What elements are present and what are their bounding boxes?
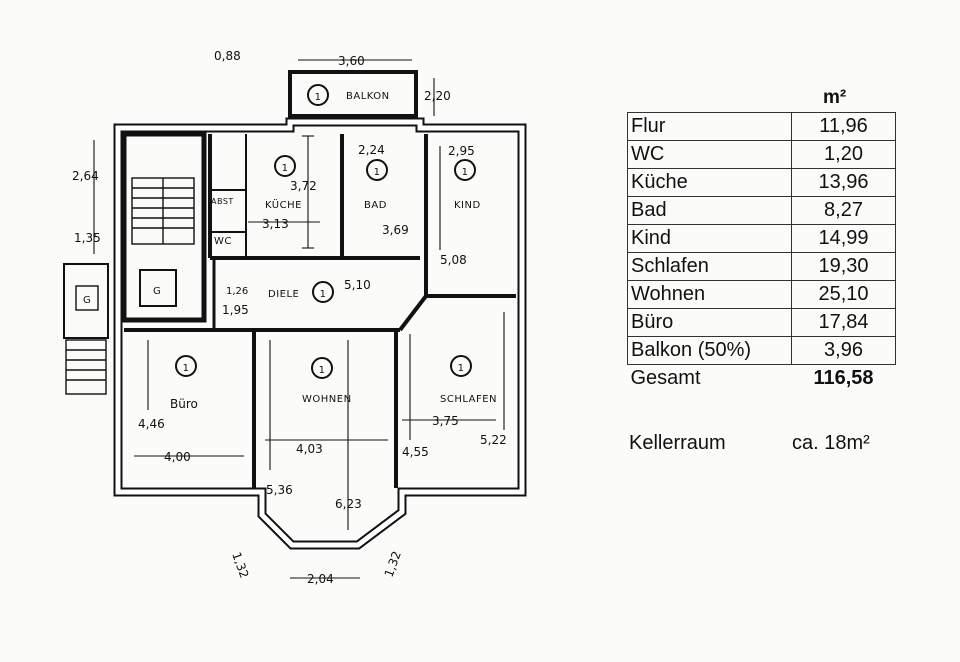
room-label-kind: KIND [454, 200, 481, 211]
svg-text:1: 1 [320, 289, 327, 300]
room-label-garage-2: G [83, 295, 91, 306]
dim-label: 5,36 [266, 483, 293, 497]
floor-plan: 1 1 1 1 1 1 1 1 BALKON KÜCHE BAD KIND AB… [63, 49, 527, 586]
room-label-bad: BAD [364, 200, 387, 211]
dim-label: 4,00 [164, 450, 191, 464]
staircase [63, 177, 195, 395]
interior-walls [121, 131, 516, 488]
room-area-cell: 3,96 [791, 336, 896, 365]
svg-text:1: 1 [282, 163, 289, 174]
room-name-cell: Kind [627, 224, 792, 253]
dim-label: 1,35 [74, 231, 101, 245]
dim-label: 5,22 [480, 433, 507, 447]
room-marker-schlafen: 1 [450, 355, 472, 377]
dim-label: 2,20 [424, 89, 451, 103]
dim-label: 4,03 [296, 442, 323, 456]
dim-label: 1,32 [382, 549, 404, 579]
svg-text:1: 1 [319, 365, 326, 376]
room-marker-buero: 1 [175, 355, 197, 377]
dim-label: 1,26 [226, 286, 248, 297]
room-area-cell: 1,20 [791, 140, 896, 169]
svg-text:1: 1 [183, 363, 190, 374]
dim-label: 5,08 [440, 253, 467, 267]
room-area-cell: 11,96 [791, 112, 896, 141]
total-row: Gesamt 116,58 [628, 365, 896, 393]
room-name-cell: Küche [627, 168, 792, 197]
dim-label: 3,13 [262, 217, 289, 231]
room-name-cell: Flur [627, 112, 792, 141]
dim-label: 3,69 [382, 223, 409, 237]
dim-label: 4,55 [402, 445, 429, 459]
room-name-cell: WC [627, 140, 792, 169]
room-marker-bad: 1 [366, 159, 388, 181]
dim-label: 1,32 [229, 550, 251, 580]
keller-label: Kellerraum [629, 432, 726, 454]
room-area-cell: 25,10 [791, 280, 896, 309]
dim-label: 6,23 [335, 497, 362, 511]
dim-label: 3,72 [290, 179, 317, 193]
dimension-lines [93, 59, 505, 579]
room-area-cell: 17,84 [791, 308, 896, 337]
outer-walls [113, 117, 527, 550]
room-label-abst: ABST [211, 197, 234, 206]
dim-label: 0,88 [214, 49, 241, 63]
room-label-wohnen: WOHNEN [302, 394, 352, 405]
room-marker-kueche: 1 [274, 155, 296, 177]
svg-text:1: 1 [374, 167, 381, 178]
room-label-diele: DIELE [268, 289, 299, 300]
keller-value: ca. 18m² [792, 432, 870, 454]
room-name-cell: Büro [627, 308, 792, 337]
total-label: Gesamt [630, 367, 701, 389]
total-value: 116,58 [813, 367, 874, 389]
dim-label: 3,60 [338, 54, 365, 68]
room-label-wc: WC [214, 236, 232, 247]
dim-label: 2,95 [448, 144, 475, 158]
room-marker-diele: 1 [312, 281, 334, 303]
room-label-kueche: KÜCHE [265, 198, 302, 211]
dim-label: 2,24 [358, 143, 385, 157]
dim-label: 2,04 [307, 572, 334, 586]
table-row: Balkon (50%)3,96 [627, 336, 896, 365]
svg-text:1: 1 [458, 363, 465, 374]
dim-label: 4,46 [138, 417, 165, 431]
room-label-buero: Büro [170, 397, 198, 411]
dim-label: 2,64 [72, 169, 99, 183]
room-name-cell: Balkon (50%) [627, 336, 792, 365]
room-marker-wohnen: 1 [311, 357, 333, 379]
dim-label: 3,75 [432, 414, 459, 428]
room-label-balkon: BALKON [346, 91, 390, 102]
svg-text:1: 1 [315, 92, 322, 103]
dim-label: 1,95 [222, 303, 249, 317]
svg-text:1: 1 [462, 167, 469, 178]
table-unit-header: m² [823, 87, 847, 108]
room-area-cell: 8,27 [791, 196, 896, 225]
room-name-cell: Bad [627, 196, 792, 225]
room-label-garage-1: G [153, 286, 161, 297]
room-area-cell: 14,99 [791, 224, 896, 253]
room-label-schlafen: SCHLAFEN [440, 394, 497, 405]
room-name-cell: Schlafen [627, 252, 792, 281]
room-name-cell: Wohnen [627, 280, 792, 309]
room-area-cell: 13,96 [791, 168, 896, 197]
balcony-outline [288, 70, 418, 118]
room-area-cell: 19,30 [791, 252, 896, 281]
room-marker-balkon: 1 [307, 84, 329, 106]
room-marker-kind: 1 [454, 159, 476, 181]
dim-label: 5,10 [344, 278, 371, 292]
